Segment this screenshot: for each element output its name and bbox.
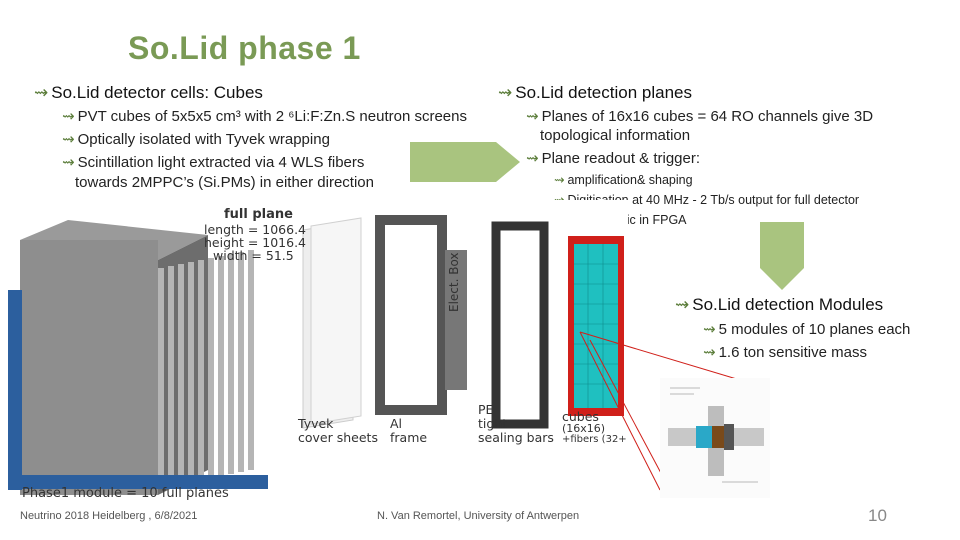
al-label: Al [390, 416, 403, 431]
full-plane-label: full plane [224, 207, 293, 222]
right-item-1-cont: topological information [540, 127, 691, 144]
right-arrow-icon [410, 142, 520, 182]
pe-label: PE [478, 402, 494, 417]
left-item-3: Scintillation light extracted via 4 WLS … [62, 152, 365, 174]
footer-left: Neutrino 2018 Heidelberg , 6/8/2021 [20, 510, 198, 522]
right-heading: So.Lid detection planes [498, 83, 692, 103]
footer-center: N. Van Remortel, University of Antwerpen [377, 510, 580, 522]
tyvek-label: Tyvek [298, 416, 334, 431]
right-item-2: Plane readout & trigger: [526, 148, 700, 170]
detector-illustration [8, 215, 624, 495]
cubes-label-3: +fibers (32+32) [562, 434, 626, 445]
cubes-label-2: (16x16) [562, 422, 606, 435]
left-item-1: PVT cubes of 5x5x5 cm³ with 2 ⁶Li:F:Zn.S… [62, 106, 467, 128]
pe-label-3: sealing bars [478, 430, 554, 445]
page-number: 10 [868, 506, 887, 525]
length-label: length = 1066.4 [204, 222, 307, 237]
connector-lines [579, 331, 741, 491]
right-subitem-1: amplification& shaping [554, 170, 692, 190]
tyvek-label-2: cover sheets [298, 430, 378, 445]
left-item-3-cont: towards 2MPPC’s (Si.PMs) in either direc… [75, 174, 374, 191]
cubes-label: cubes [562, 409, 599, 424]
module-caption: Phase1 module = 10 full planes [22, 486, 229, 501]
modules-item-1: 5 modules of 10 planes each [703, 319, 911, 341]
left-heading: So.Lid detector cells: Cubes [34, 83, 263, 103]
slide-title: So.Lid phase 1 [128, 30, 361, 66]
down-arrow-icon [760, 222, 804, 290]
al-label-2: frame [390, 430, 428, 445]
detector-figure [8, 200, 628, 502]
cube-detail-inset [660, 378, 770, 498]
height-label: height = 1016.4 [204, 235, 307, 250]
pe-label-2: tight [478, 416, 508, 431]
modules-heading: So.Lid detection Modules [675, 295, 883, 315]
right-subitem-2: Digitisation at 40 MHz - 2 Tb/s output f… [554, 190, 859, 210]
cube-detail-illustration [668, 387, 764, 483]
right-item-1: Planes of 16x16 cubes = 64 RO channels g… [526, 106, 873, 128]
modules-item-2: 1.6 ton sensitive mass [703, 342, 867, 364]
width-label: width = 51.5 [213, 248, 294, 263]
elect-box-label: Elect. Box [447, 252, 461, 312]
left-item-2: Optically isolated with Tyvek wrapping [62, 129, 330, 151]
